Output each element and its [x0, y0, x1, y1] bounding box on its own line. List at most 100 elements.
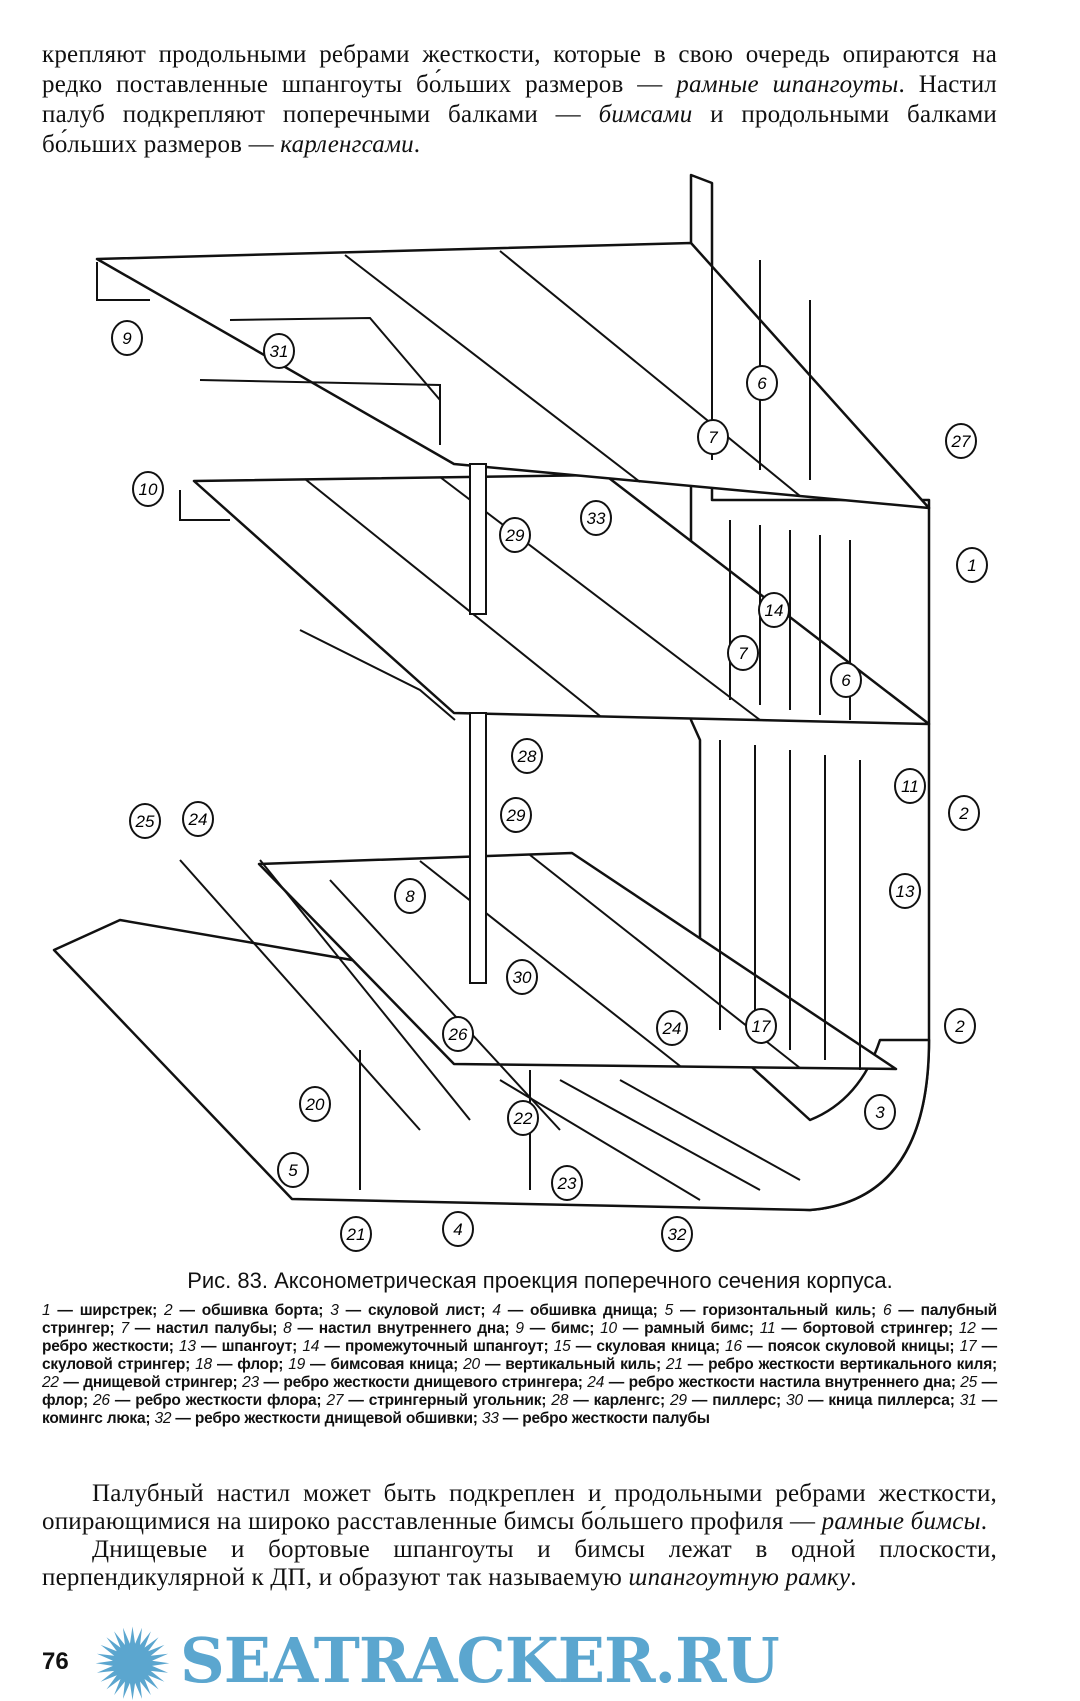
- callout-27: 27: [945, 423, 977, 459]
- legend-number: 8: [283, 1320, 292, 1337]
- term: рамные бимсы: [821, 1508, 981, 1535]
- legend-text: — ребро жесткости днищевой обшивки;: [171, 1410, 482, 1427]
- legend-number: 10: [600, 1320, 617, 1337]
- callout-22: 22: [507, 1100, 539, 1136]
- legend-text: — ребро жесткости настила внутреннего дн…: [604, 1374, 961, 1391]
- callout-26: 26: [442, 1016, 474, 1052]
- callout-9: 9: [111, 320, 143, 356]
- legend-text: — флор;: [211, 1356, 289, 1373]
- callout-1: 1: [956, 547, 988, 583]
- legend-text: — обшивка борта;: [172, 1302, 331, 1319]
- legend-number: 18: [195, 1356, 212, 1373]
- callout-32: 32: [661, 1216, 693, 1252]
- legend-number: 15: [553, 1338, 571, 1355]
- legend-number: 32: [154, 1410, 172, 1427]
- svg-text:5: 5: [288, 1161, 298, 1180]
- top-deck: [95, 241, 931, 510]
- paragraph: Днищевые и бортовые шпангоуты и бимсы ле…: [42, 1536, 997, 1592]
- legend-text: — ребро жесткости флора;: [109, 1392, 327, 1409]
- legend-number: 11: [759, 1320, 776, 1337]
- svg-text:6: 6: [841, 671, 851, 690]
- callout-29: 29: [500, 797, 532, 833]
- term: бимсами: [598, 101, 693, 128]
- sun-logo-icon: [95, 1626, 170, 1701]
- svg-text:7: 7: [738, 644, 748, 663]
- legend-number: 6: [882, 1302, 892, 1319]
- legend-number: 20: [463, 1356, 480, 1373]
- svg-text:31: 31: [270, 342, 289, 361]
- callout-33: 33: [580, 500, 612, 536]
- svg-text:20: 20: [305, 1095, 325, 1114]
- svg-text:3: 3: [875, 1103, 885, 1122]
- svg-text:8: 8: [405, 887, 415, 906]
- legend-text: — бимс;: [523, 1320, 601, 1337]
- legend-number: 9: [515, 1320, 524, 1337]
- callout-10: 10: [132, 471, 164, 507]
- legend-text: — обшивка днища;: [500, 1302, 665, 1319]
- legend-text: — ширстрек;: [50, 1302, 165, 1319]
- callout-4: 4: [442, 1211, 474, 1247]
- svg-text:1: 1: [967, 556, 976, 575]
- legend-text: — ребро жесткости днищевого стрингера;: [258, 1374, 588, 1391]
- callout-28: 28: [511, 738, 543, 774]
- svg-text:26: 26: [448, 1025, 468, 1044]
- legend-number: 25: [960, 1374, 978, 1391]
- legend-number: 21: [665, 1356, 683, 1373]
- paragraph: Палубный настил может быть подкреплен и …: [42, 1480, 997, 1536]
- legend-text: — настил внутреннего дна;: [291, 1320, 516, 1337]
- svg-text:32: 32: [668, 1225, 687, 1244]
- callout-31: 31: [263, 333, 295, 369]
- legend-number: 26: [93, 1392, 110, 1409]
- svg-text:6: 6: [757, 374, 767, 393]
- legend-text: — бортовой стрингер;: [775, 1320, 959, 1337]
- legend-number: 4: [492, 1302, 501, 1319]
- text: .: [413, 131, 421, 158]
- figure-caption: Рис. 83. Аксонометрическая проекция попе…: [187, 1268, 893, 1293]
- legend-number: 27: [326, 1392, 344, 1409]
- body-paragraph-top: крепляют продольными ребрами жесткости, …: [42, 40, 997, 160]
- text: Палубный настил может быть подкреплен и …: [42, 1480, 997, 1535]
- legend-text: — кница пиллерса;: [802, 1392, 960, 1409]
- legend-number: 19: [288, 1356, 306, 1373]
- svg-text:29: 29: [505, 526, 525, 545]
- text: Днищевые и бортовые шпангоуты и бимсы ле…: [42, 1536, 997, 1591]
- text: крепляют продольными ребрами жесткости, …: [42, 41, 997, 98]
- callout-24: 24: [182, 801, 214, 837]
- svg-text:4: 4: [453, 1220, 462, 1239]
- svg-text:24: 24: [188, 810, 208, 829]
- callout-11: 11: [894, 768, 926, 804]
- legend-number: 29: [670, 1392, 687, 1409]
- callout-29: 29: [499, 517, 531, 553]
- callout-14: 14: [758, 592, 790, 628]
- callout-23: 23: [551, 1165, 583, 1201]
- legend-text: — промежуточный шпангоут;: [319, 1338, 554, 1355]
- legend-number: 12: [958, 1320, 976, 1337]
- svg-text:28: 28: [517, 747, 537, 766]
- legend-text: — рамный бимс;: [616, 1320, 760, 1337]
- callout-17: 17: [745, 1008, 777, 1044]
- legend-number: 33: [481, 1410, 499, 1427]
- svg-text:21: 21: [346, 1225, 366, 1244]
- legend-number: 17: [959, 1338, 977, 1355]
- callout-8: 8: [394, 878, 426, 914]
- callout-3: 3: [864, 1094, 896, 1130]
- legend-number: 31: [959, 1392, 977, 1409]
- text: . Настил палуб подкрепляют поперечными б…: [42, 71, 997, 128]
- legend-text: — стрингерный угольник;: [343, 1392, 552, 1409]
- legend-number: 16: [725, 1338, 742, 1355]
- legend-text: — бимсовая кница;: [305, 1356, 464, 1373]
- text: .: [850, 1564, 857, 1591]
- text: .: [980, 1508, 988, 1535]
- legend-text: — палубный стрингер;: [42, 1302, 997, 1337]
- callout-21: 21: [340, 1216, 372, 1252]
- callout-30: 30: [506, 959, 538, 995]
- svg-text:2: 2: [958, 804, 969, 823]
- term: рамные шпангоуты: [676, 71, 899, 98]
- callout-13: 13: [889, 873, 921, 909]
- callout-2: 2: [944, 1008, 976, 1044]
- legend-number: 2: [164, 1302, 173, 1319]
- svg-text:27: 27: [951, 432, 971, 451]
- legend-number: 13: [178, 1338, 196, 1355]
- legend-text: — пиллерс;: [686, 1392, 787, 1409]
